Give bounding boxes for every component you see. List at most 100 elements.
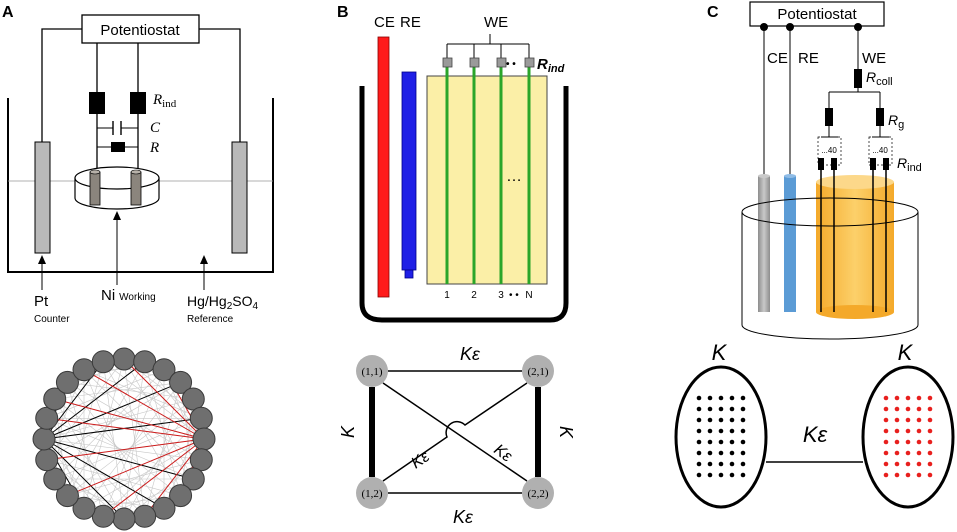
- cluster-dot: [905, 450, 911, 456]
- cluster-dot: [927, 472, 933, 478]
- k-right-c: K: [898, 340, 914, 365]
- cluster-dot: [905, 472, 911, 478]
- wire-reference-a: [199, 28, 241, 142]
- network-edge-red: [46, 417, 205, 440]
- beaker-c-body: [741, 212, 919, 340]
- rg-resistor-left: [825, 108, 833, 126]
- network-node: [91, 504, 115, 528]
- cluster-right-dots: [883, 395, 933, 478]
- network-node: [169, 484, 193, 508]
- cluster-dot: [718, 406, 724, 412]
- network-graph-a: [32, 347, 216, 531]
- resistor-label: R: [149, 140, 159, 156]
- cluster-dot: [729, 461, 735, 467]
- cluster-dot: [883, 461, 889, 467]
- rind-label-a: Rind: [152, 92, 177, 110]
- network-node: [35, 448, 59, 472]
- rind-label-b: Rind: [537, 56, 565, 75]
- we-cylinder-body: [816, 182, 894, 312]
- k-left-c: K: [712, 340, 728, 365]
- we-wires-c: [820, 165, 887, 312]
- network-edge-light: [67, 398, 194, 496]
- cluster-dot: [905, 417, 911, 423]
- cluster-dot: [707, 461, 713, 467]
- group-box-right: [868, 136, 893, 166]
- network-edge-red: [102, 438, 205, 517]
- network-edge-light: [54, 398, 125, 520]
- rind-box-3: [496, 57, 507, 68]
- cluster-dot: [883, 406, 889, 412]
- cluster-dot: [707, 428, 713, 434]
- network-node: [152, 496, 176, 520]
- cluster-dot: [696, 461, 702, 467]
- cluster-dot: [729, 472, 735, 478]
- cluster-dot: [894, 450, 900, 456]
- re-tip-b: [404, 269, 414, 279]
- cluster-dot: [916, 406, 922, 412]
- network-edge: [43, 438, 125, 520]
- node-12: [356, 477, 388, 509]
- cluster-dot: [905, 461, 911, 467]
- network-edge-light: [103, 369, 165, 517]
- cluster-dot: [707, 406, 713, 412]
- network-node: [189, 448, 213, 472]
- network-edge-light: [46, 418, 194, 480]
- cluster-left: [674, 365, 768, 509]
- re-electrode-c: [784, 176, 796, 312]
- cluster-dot: [883, 472, 889, 478]
- cluster-dot: [894, 472, 900, 478]
- rind-resistor-left: [89, 92, 105, 114]
- panel-a: A Potentiostat Rind C R: [2, 4, 274, 531]
- cluster-dot: [916, 395, 922, 401]
- group-count-right: ...40: [872, 146, 888, 155]
- reference-label: Reference: [187, 314, 234, 325]
- cluster-dot: [718, 450, 724, 456]
- cluster-dot: [718, 428, 724, 434]
- k-left-b: K: [338, 425, 358, 438]
- cluster-dot: [696, 428, 702, 434]
- cluster-dot: [718, 395, 724, 401]
- reference-electrode-a: [231, 141, 248, 254]
- cluster-dot: [740, 417, 746, 423]
- cluster-dot: [707, 472, 713, 478]
- network-edge-light: [103, 418, 202, 517]
- cluster-dot: [707, 439, 713, 445]
- cluster-dot: [894, 417, 900, 423]
- cluster-dot: [740, 461, 746, 467]
- network-node: [55, 484, 79, 508]
- cluster-dot: [696, 472, 702, 478]
- cluster-dot: [740, 472, 746, 478]
- network-node: [189, 406, 213, 430]
- ce-electrode-c: [758, 176, 770, 312]
- arrow-pt-head: [38, 255, 46, 264]
- k-eps-diag-right-b: Kε: [490, 441, 515, 466]
- cluster-dot: [916, 450, 922, 456]
- ni-rod-left-top: [89, 169, 101, 175]
- network-edge-light: [54, 369, 165, 480]
- node-21-label: (2,1): [527, 366, 548, 378]
- network-node: [72, 358, 96, 382]
- node-22: [522, 477, 554, 509]
- network-edge-light: [144, 361, 181, 496]
- re-label-b: RE: [400, 14, 421, 31]
- network-edge-red: [83, 369, 205, 440]
- network-edge-light: [123, 361, 146, 520]
- elec-dots-b: • •: [509, 290, 519, 301]
- cluster-dot: [883, 417, 889, 423]
- rcoll-resistor: [854, 69, 862, 88]
- cluster-dot: [718, 417, 724, 423]
- cluster-dot: [729, 439, 735, 445]
- cluster-dot: [927, 417, 933, 423]
- network-edge-light: [67, 361, 104, 496]
- we-label-c: WE: [862, 50, 886, 67]
- ce-electrode-b: [377, 36, 390, 298]
- network-edge-light: [103, 361, 205, 440]
- capacitor-gap: [113, 121, 121, 135]
- network-edge-light: [144, 382, 181, 517]
- cluster-dot: [916, 428, 922, 434]
- cluster-dot: [916, 417, 922, 423]
- elec-label-2: 2: [471, 290, 477, 301]
- cluster-dot: [718, 472, 724, 478]
- node-22-label: (2,2): [527, 488, 548, 500]
- network-edge-light: [54, 382, 181, 400]
